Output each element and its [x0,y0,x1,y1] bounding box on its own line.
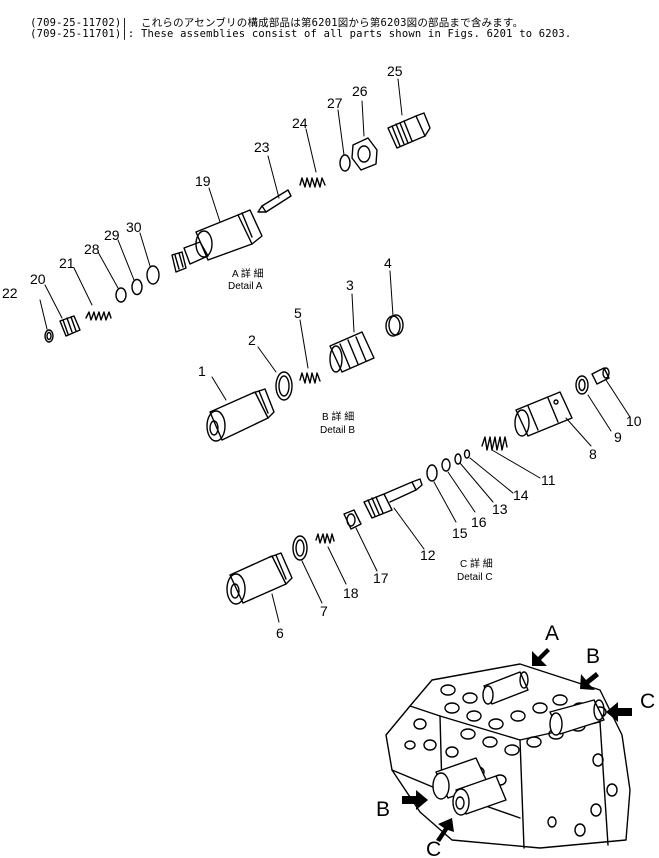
part-22-oring-inner [46,331,52,341]
part-label-27: 27 [327,95,343,111]
part-label-28: 28 [84,241,100,257]
part-label-25: 25 [387,63,403,79]
part-11-spring [481,436,508,451]
part-label-18: 18 [343,585,359,601]
part-26-nut [351,137,378,171]
header-line-2: (709-25-11701)|: These assemblies consis… [4,16,571,52]
part-17-nut [343,509,362,530]
view-arrows [402,648,632,842]
view-arrow-a-icon [532,648,550,666]
part-label-9: 9 [614,429,622,445]
part-label-15: 15 [452,525,468,541]
part-label-24: 24 [292,115,308,131]
part-7-oring-inner [295,539,305,557]
part-label-19: 19 [195,173,211,189]
part-25-adjuster [387,112,431,149]
part-1-cap [206,388,275,442]
valve-assembly [385,663,631,849]
part-8-spool [514,391,573,437]
part-label-29: 29 [104,227,120,243]
leader-lines [39,78,631,623]
part-label-23: 23 [254,139,270,155]
part-label-17: 17 [373,570,389,586]
part-label-30: 30 [126,219,142,235]
part-5-spring [299,372,321,384]
part-label-3: 3 [346,277,354,293]
header-text-1: | これらのアセンブリの構成部品は第6201図から第6203図の部品まで含みます… [121,17,524,29]
part-label-20: 20 [30,271,46,287]
part-label-11: 11 [541,472,556,488]
part-19-body [171,209,263,273]
part-3-spool [329,331,375,373]
part-label-5: 5 [294,305,302,321]
part-label-12: 12 [420,547,436,563]
view-label-a: A [545,622,559,645]
part-label-2: 2 [248,332,256,348]
part-label-26: 26 [352,83,368,99]
part-22-oring [44,329,54,343]
view-label-b: B [586,645,600,668]
part-18-spring [315,533,335,544]
detail-c-caption-en: Detail C [457,572,493,583]
part-6-cap [226,552,293,605]
part-label-6: 6 [276,625,284,641]
part-9-ring [575,375,589,395]
part-13-ring [454,453,462,465]
view-arrow-c-icon [606,702,632,722]
part-label-4: 4 [384,255,392,271]
part-10-plug [591,367,610,385]
part-30-ring [146,265,160,285]
part-24-spring [299,177,326,188]
part-4-ring [385,314,404,337]
part-27-ring [339,154,351,172]
view-label-c2: C [426,838,441,858]
part-label-7: 7 [320,603,328,619]
header-line-1: (709-25-11702)| これらのアセンブリの構成部品は第6201図から第… [4,3,523,42]
part-label-13: 13 [492,501,508,517]
part-23-pin [257,189,292,213]
view-label-c: C [640,690,655,713]
detail-c-group [226,367,610,605]
detail-c-caption-jp: C 詳 細 [460,557,493,570]
part-20-plug [59,315,81,337]
view-arrow-c2-icon [436,818,454,842]
part-label-16: 16 [471,514,487,530]
detail-b-caption-jp: B 詳 細 [322,410,354,423]
part-label-8: 8 [589,446,597,462]
detail-a-caption-en: Detail A [228,281,263,292]
part-15-ring [426,464,438,482]
detail-a-group [44,112,431,343]
part-29-ring [131,278,143,296]
view-label-b2: B [376,798,390,821]
header-text-2: |: These assemblies consist of all parts… [121,28,572,40]
part-21-spring [85,311,112,321]
detail-a-caption-jp: A 詳 細 [232,267,264,280]
header-code-2: (709-25-11701) [30,28,122,40]
view-arrow-b-icon [580,672,599,690]
part-14-ring [463,449,471,459]
detail-b-caption-en: Detail B [320,425,355,436]
part-12-valve [363,478,423,519]
part-9-ring-inner [578,378,586,392]
part-2-oring [275,371,293,401]
part-label-14: 14 [513,487,529,503]
view-arrow-b2-icon [402,790,428,810]
part-7-oring [292,535,308,561]
part-label-10: 10 [626,413,642,429]
part-2-oring-inner [278,375,290,397]
detail-b-group [206,314,404,442]
part-label-21: 21 [59,255,75,271]
header-code-1: (709-25-11702) [30,17,122,29]
part-16-ring [441,458,451,472]
part-label-22: 22 [2,285,18,301]
part-28-ring [115,287,127,303]
part-label-1: 1 [198,363,206,379]
